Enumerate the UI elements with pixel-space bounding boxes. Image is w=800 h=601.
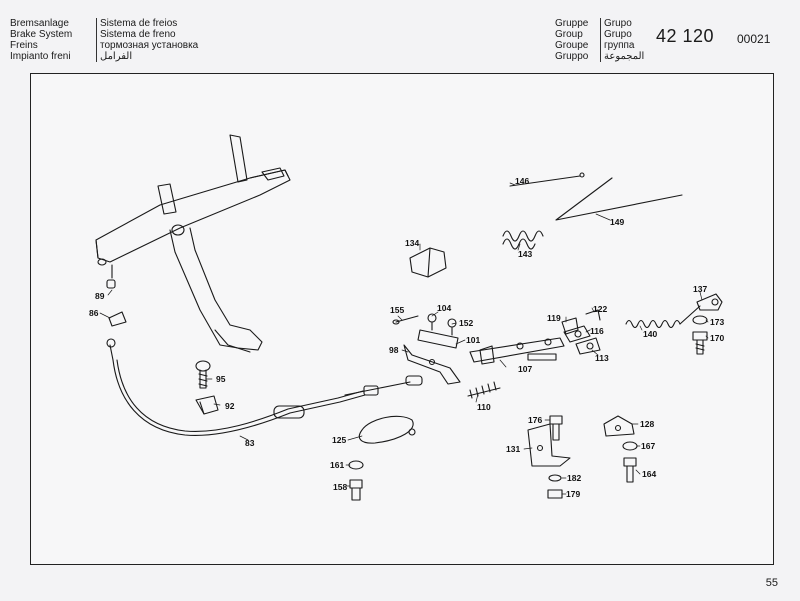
- bolt-104: [427, 313, 437, 331]
- label-101: 101: [466, 335, 480, 345]
- diagram-frame: [30, 73, 774, 565]
- label-95: 95: [216, 374, 226, 384]
- group-it: Gruppo: [555, 51, 589, 62]
- label-86: 86: [89, 308, 99, 318]
- label-119: 119: [547, 313, 561, 323]
- label-131: 131: [506, 444, 520, 454]
- title-ru: тормозная установка: [100, 40, 199, 51]
- group-code: 00021: [737, 32, 771, 46]
- label-122: 122: [593, 304, 607, 314]
- washer-173: [692, 315, 708, 325]
- title-ar: الفرامل: [100, 51, 133, 62]
- label-83: 83: [245, 438, 255, 448]
- page-number: 55: [765, 577, 778, 589]
- label-125: 125: [332, 435, 346, 445]
- lever-98: [403, 344, 461, 385]
- washer-182: [548, 474, 562, 482]
- label-155: 155: [390, 305, 404, 315]
- label-107: 107: [518, 364, 532, 374]
- section-title-translations: Sistema de freios Sistema de freno тормо…: [96, 18, 198, 62]
- group-de: Gruppe: [555, 18, 589, 29]
- label-176: 176: [528, 415, 542, 425]
- group-ar: المجموعة: [604, 51, 645, 62]
- part-labels: 83 86 89 92 95 98 101 104 107 110 113 11…: [89, 176, 724, 499]
- label-113: 113: [595, 353, 609, 363]
- washer-161: [348, 460, 364, 470]
- label-110: 110: [477, 402, 491, 412]
- label-98: 98: [389, 345, 399, 355]
- title-fr: Freins: [10, 40, 38, 51]
- label-179: 179: [566, 489, 580, 499]
- label-152: 152: [459, 318, 473, 328]
- label-149: 149: [610, 217, 624, 227]
- label-170: 170: [710, 333, 724, 343]
- title-it: Impianto freni: [10, 51, 71, 62]
- label-92: 92: [225, 401, 235, 411]
- label-143: 143: [518, 249, 532, 259]
- screw-95: [195, 360, 211, 389]
- rubber-strap-125: [358, 415, 416, 444]
- clip-119: [561, 317, 579, 335]
- brake-pedal-assembly: [95, 134, 291, 353]
- pin-155: [392, 315, 419, 325]
- spring-140: [625, 305, 701, 329]
- bolt-164: [623, 457, 637, 483]
- spring-149: [555, 177, 683, 221]
- bolt-176: [549, 415, 563, 441]
- nut-158: [349, 479, 363, 501]
- spring-146: [509, 172, 585, 187]
- group-labels: Gruppe Group Groupe Gruppo: [555, 18, 595, 62]
- label-158: 158: [333, 482, 347, 492]
- bolt-170: [692, 331, 708, 355]
- group-en: Group: [555, 29, 583, 40]
- group-es: Grupo: [604, 29, 632, 40]
- label-128: 128: [640, 419, 654, 429]
- label-137: 137: [693, 284, 707, 294]
- clip-122: [585, 309, 601, 321]
- label-161: 161: [330, 460, 344, 470]
- title-de: Bremsanlage: [10, 18, 69, 29]
- label-164: 164: [642, 469, 656, 479]
- group-ru: группа: [604, 40, 635, 51]
- group-label-translations: Grupo Grupo группа المجموعة: [600, 18, 644, 62]
- label-89: 89: [95, 291, 105, 301]
- section-title-languages: Bremsanlage Brake System Freins Impianto…: [10, 18, 90, 62]
- label-140: 140: [643, 329, 657, 339]
- bracket-137: [696, 293, 723, 311]
- clip-92: [195, 395, 219, 415]
- group-number: 42 120: [656, 26, 715, 46]
- clip-116: [563, 325, 591, 343]
- group-fr: Groupe: [555, 40, 589, 51]
- spring-143: [502, 230, 544, 250]
- label-182: 182: [567, 473, 581, 483]
- plate-101: [417, 329, 459, 349]
- leader-lines: [99, 182, 709, 495]
- bolt-152: [447, 318, 457, 336]
- label-104: 104: [437, 303, 451, 313]
- label-167: 167: [641, 441, 655, 451]
- group-pt: Grupo: [604, 18, 632, 29]
- label-146: 146: [515, 176, 529, 186]
- linkage-bar-107: [469, 337, 565, 365]
- label-116: 116: [590, 326, 604, 336]
- title-es: Sistema de freno: [100, 29, 176, 40]
- pedal-pad-134: [409, 247, 447, 278]
- clip-113: [575, 337, 601, 355]
- title-en: Brake System: [10, 29, 73, 40]
- bracket-131: [527, 423, 571, 467]
- spring-110: [467, 381, 501, 399]
- label-173: 173: [710, 317, 724, 327]
- bracket-128: [603, 415, 635, 437]
- parking-brake-cable: [106, 311, 423, 436]
- nut-179: [547, 489, 563, 499]
- label-134: 134: [405, 238, 419, 248]
- washer-167: [622, 441, 638, 451]
- title-pt: Sistema de freios: [100, 18, 178, 29]
